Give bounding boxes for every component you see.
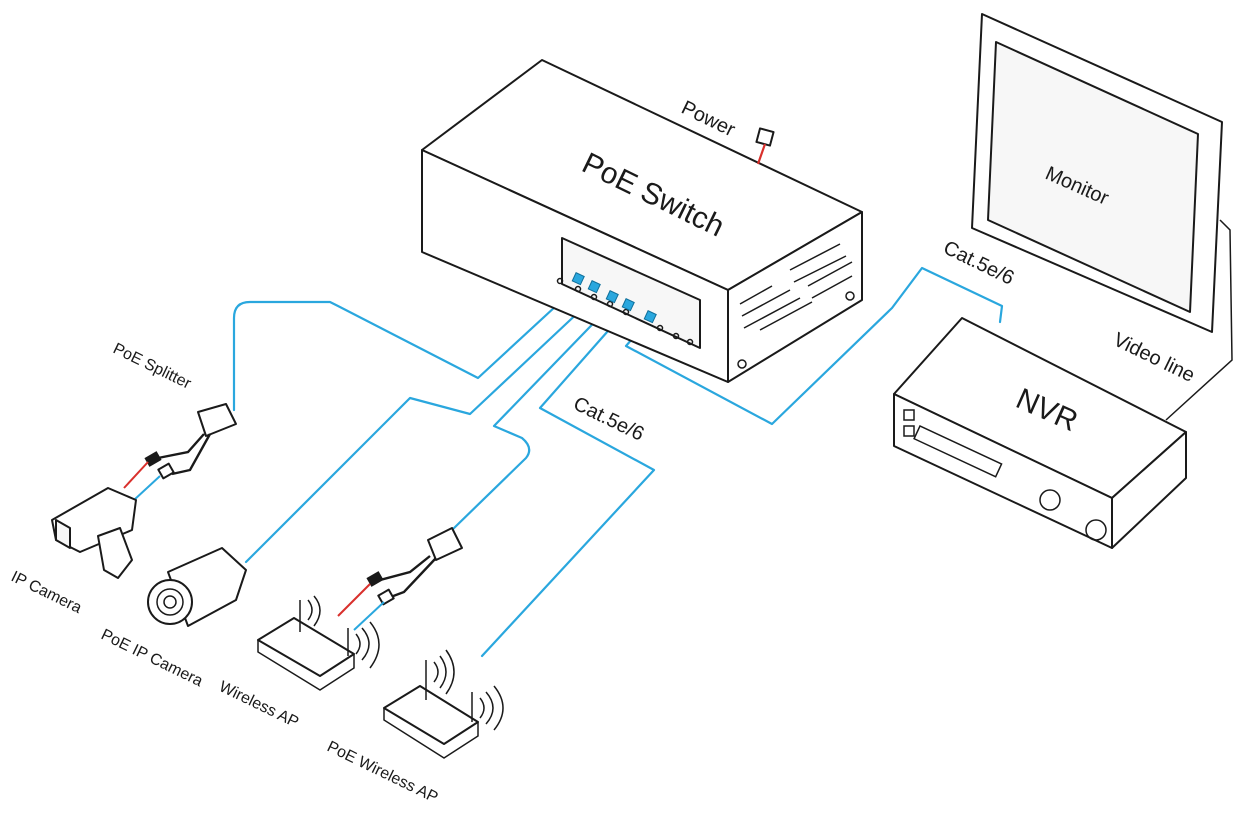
poe-wireless-ap: PoE Wireless AP [324,649,504,807]
wireless-ap-body [257,617,355,677]
cable-nvr-to-switch [624,266,1004,426]
poe-camera-lens-inner [156,588,184,616]
switch-port-2 [587,280,601,294]
nvr-drive-bay [913,425,1003,478]
video-line-label: Video line [1110,329,1198,387]
video-line-cable [1165,219,1233,421]
poe-wireless-ap-label: PoE Wireless AP [324,738,440,806]
monitor-screen [987,41,1199,313]
nvr-button-1 [903,409,915,421]
switch-port-panel [561,237,701,349]
cable-ap-splitter-to-switch [450,300,616,532]
nvr-knob-left [1039,489,1061,511]
switch-port-1 [571,272,585,286]
switch-right [727,211,863,383]
poe-wireless-ap-body [383,685,479,745]
nvr-knob-right [1085,519,1107,541]
power-socket [755,127,775,147]
monitor: Monitor [971,13,1233,421]
ip-camera: IP Camera [8,487,137,617]
poe-switch: PoE Switch Power [421,59,863,383]
switch-port-5 [643,310,657,324]
switch-ports [571,272,657,324]
cables [232,266,1004,658]
switch-port-3 [605,290,619,304]
ap-splitter-body [427,527,463,561]
nvr-right [1111,431,1187,549]
wireless-ap-label: Wireless AP [216,678,301,731]
switch-leds [556,277,694,346]
switch-port-4 [621,298,635,312]
cat-bottom-label: Cat.5e/6 [570,393,648,446]
ip-camera-mount [97,527,133,579]
ip-camera-label: IP Camera [8,568,84,617]
poe-splitter-label: PoE Splitter [110,340,194,393]
nvr-button-2 [903,425,915,437]
splitter-body [197,403,237,437]
nvr: NVR [893,317,1187,549]
switch-vents [737,243,855,369]
cable-poe-ap-to-switch [480,304,656,658]
ip-camera-lens-face [55,519,71,549]
cable-poe-camera-to-switch [244,290,602,564]
cable-splitter-to-switch [232,280,584,412]
poe-splitter: PoE Splitter [110,340,237,501]
poe-ip-camera-label: PoE IP Camera [98,626,205,690]
power-cable [756,143,767,165]
poe-camera-lens [147,579,193,625]
